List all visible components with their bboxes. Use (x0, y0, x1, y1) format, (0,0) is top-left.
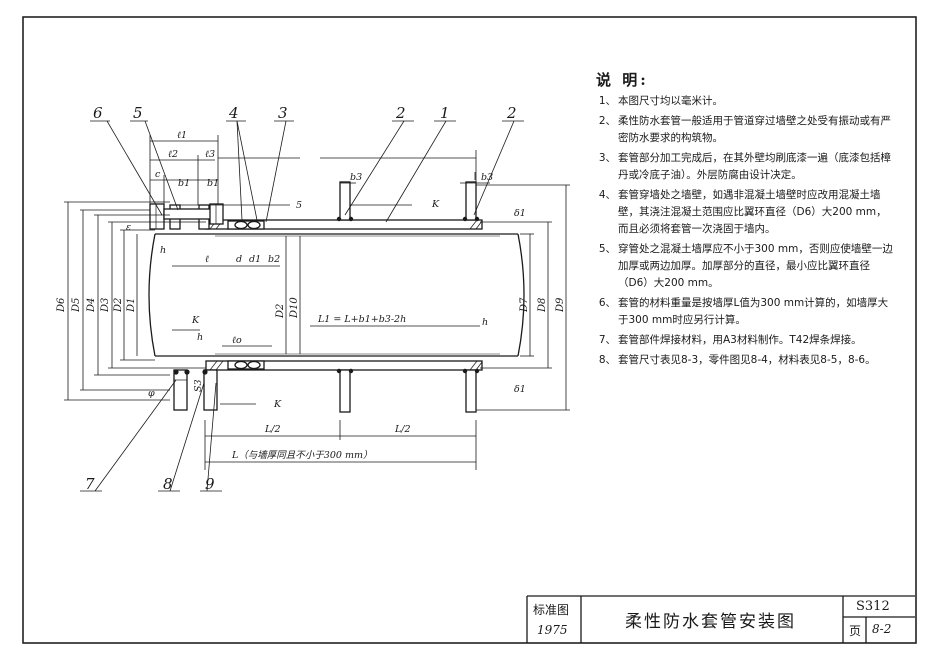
dim-b2: b2 (268, 254, 280, 265)
notes-heading: 说 明: (596, 71, 649, 89)
note-number: 6、 (598, 297, 616, 309)
note-number: 4、 (598, 189, 616, 201)
dim-h2: h (482, 317, 488, 328)
label-d1: D1 (126, 298, 137, 313)
dim-b3b: b3 (481, 172, 493, 183)
note-item: 4、套管穿墙处之墙壁，如遇非混凝土墙壁时应改用混凝土墙壁，其浇注混凝土范围应比翼… (596, 187, 896, 238)
dim-delta1-bot: δ1 (514, 384, 526, 395)
dim-phi: φ (148, 388, 155, 399)
label-d9: D9 (555, 297, 566, 313)
note-text: 套管的材料重量是按墙厚L值为300 mm计算的，如墙厚大于300 mm时应另行计… (618, 297, 889, 326)
label-d2c: D2 (275, 304, 286, 319)
dim-l3: ℓ3 (205, 149, 215, 160)
dim-d: d (236, 254, 242, 265)
dim-k3: K (273, 399, 282, 410)
dim-h3: h (197, 332, 203, 343)
label-d8: D8 (537, 298, 548, 313)
note-text: 套管穿墙处之墙壁，如遇非混凝土墙壁时应改用混凝土墙壁，其浇注混凝土范围应比翼环直… (618, 189, 887, 235)
std-year: 1975 (537, 623, 568, 637)
dim-b1b: b1 (207, 178, 219, 189)
callout-8: 8 (163, 475, 173, 493)
label-d7: D7 (519, 297, 530, 313)
installation-drawing (148, 172, 525, 413)
note-text: 穿管处之混凝土墙厚应不小于300 mm，否则应使墙壁一边加厚或两边加厚。加厚部分… (618, 243, 893, 289)
dim-d1: d1 (249, 254, 261, 265)
dim-e: ε (126, 222, 131, 233)
note-text: 套管尺寸表见8-3，零件图见8-4，材料表见8-5，8-6。 (618, 354, 876, 366)
sheet-border (22, 16, 917, 644)
dim-delta1-top: δ1 (514, 208, 526, 219)
callout-5: 5 (133, 104, 143, 122)
note-item: 6、套管的材料重量是按墙厚L值为300 mm计算的，如墙厚大于300 mm时应另… (596, 295, 896, 329)
note-text: 套管部件焊接材料，用A3材料制作。T42焊条焊接。 (618, 334, 862, 346)
note-item: 5、穿管处之混凝土墙厚应不小于300 mm，否则应使墙壁一边加厚或两边加厚。加厚… (596, 241, 896, 292)
label-d10: D10 (289, 297, 300, 319)
dim-half1: L/2 (264, 424, 281, 435)
page-label: 页 (849, 624, 862, 638)
callout-1: 1 (440, 104, 450, 122)
callout-3: 3 (278, 104, 288, 122)
part-callouts: 6 5 4 3 2 1 2 7 8 9 (85, 104, 517, 493)
diameter-labels: D6 D5 D4 D3 D2 D1 D7 D8 D9 D2 D10 (56, 297, 566, 319)
dim-b3a: b3 (350, 172, 362, 183)
title-block-frame (526, 595, 915, 643)
notes-panel: 说 明: 1、本图尺寸均以毫米计。 2、柔性防水套管一般适用于管道穿过墙壁之处受… (596, 72, 896, 372)
dim-l1: ℓ1 (177, 130, 187, 141)
callout-2b: 2 (506, 104, 517, 122)
note-number: 7、 (598, 334, 616, 346)
note-number: 5、 (598, 243, 616, 255)
note-number: 1、 (598, 95, 616, 107)
note-text: 柔性防水套管一般适用于管道穿过墙壁之处受有振动或有严密防水要求的构筑物。 (618, 115, 891, 144)
label-d5: D5 (71, 298, 82, 313)
dim-s3: S3 (193, 379, 204, 392)
dim-l2: ℓ2 (168, 149, 178, 160)
note-item: 1、本图尺寸均以毫米计。 (596, 93, 896, 110)
dimension-labels: ℓ1 ℓ2 ℓ3 c b1 b1 b3 b3 δ1 δ1 ε φ h h h ℓ… (126, 130, 526, 461)
dim-c: c (155, 169, 161, 180)
dim-h1: h (160, 245, 166, 256)
drawing-code: S312 (856, 599, 890, 614)
dim-k5: 5 (296, 200, 302, 211)
note-number: 3、 (598, 152, 616, 164)
callout-7: 7 (85, 475, 95, 493)
note-number: 2、 (598, 115, 616, 127)
callout-9: 9 (205, 475, 215, 493)
dim-l0: ℓo (232, 335, 242, 346)
std-label: 标准图 (533, 603, 570, 617)
note-item: 3、套管部分加工完成后，在其外壁均刷底漆一遍（底漆包括樟丹或冷底子油）。外层防腐… (596, 150, 896, 184)
callout-6: 6 (93, 104, 103, 122)
page-number: 8-2 (872, 622, 892, 636)
note-item: 2、柔性防水套管一般适用于管道穿过墙壁之处受有振动或有严密防水要求的构筑物。 (596, 113, 896, 147)
note-text: 套管部分加工完成后，在其外壁均刷底漆一遍（底漆包括樟丹或冷底子油）。外层防腐由设… (618, 152, 891, 181)
note-text: 本图尺寸均以毫米计。 (618, 95, 723, 107)
dim-k1: K (191, 315, 200, 326)
dim-k2: K (431, 199, 440, 210)
label-d2: D2 (113, 298, 124, 313)
dim-b1: b1 (178, 178, 190, 189)
drawing-title: 柔性防水套管安装图 (625, 612, 796, 632)
note-number: 8、 (598, 354, 616, 366)
dim-l1-formula: L1 = L+b1+b3-2h (317, 314, 406, 325)
dim-l-total: L（与墙厚同且不小于300 mm） (231, 449, 372, 461)
label-d6: D6 (56, 297, 67, 313)
callout-2a: 2 (395, 104, 406, 122)
dim-half2: L/2 (394, 424, 411, 435)
note-item: 7、套管部件焊接材料，用A3材料制作。T42焊条焊接。 (596, 332, 896, 349)
label-d3: D3 (100, 298, 111, 313)
callout-4: 4 (228, 104, 239, 122)
dim-l: ℓ (205, 254, 209, 265)
note-item: 8、套管尺寸表见8-3，零件图见8-4，材料表见8-5，8-6。 (596, 352, 896, 369)
label-d4: D4 (86, 298, 97, 313)
dimension-lines (64, 120, 570, 492)
